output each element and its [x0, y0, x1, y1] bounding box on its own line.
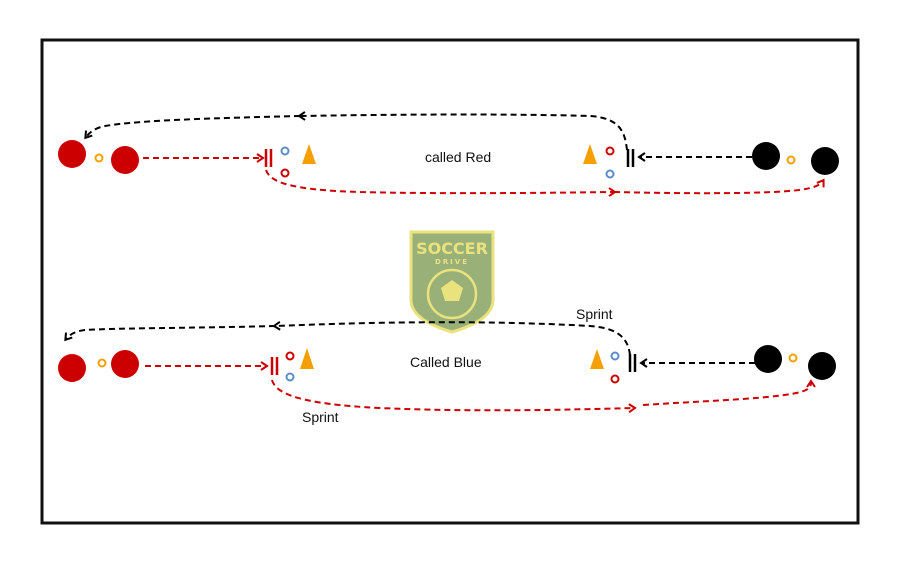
black-player: [754, 345, 782, 373]
black-run-bottom-left: [64, 325, 276, 342]
red-run-bottom-curve1: [271, 379, 637, 413]
orange-ball: [94, 153, 104, 163]
black-gate-top: [626, 149, 635, 167]
call-label-bottom: Called Blue: [410, 354, 482, 370]
cone-icon: [302, 144, 316, 164]
black-gate-bottom: [628, 354, 637, 372]
black-run-bottom-loop: [272, 320, 631, 356]
blue-marker-icon: [285, 372, 295, 382]
red-run-top-curve2: [613, 178, 825, 195]
cone-icon: [583, 144, 597, 164]
black-player: [808, 352, 836, 380]
black-player: [811, 147, 839, 175]
logo-line2: DRIVE: [435, 258, 469, 266]
logo-ball-icon: [426, 268, 478, 320]
orange-ball: [788, 353, 798, 363]
red-gate-top: [264, 149, 273, 167]
red-player: [58, 354, 86, 382]
red-run-top-curve1: [265, 169, 617, 197]
red-player: [111, 146, 139, 174]
sprint-label-upper: Sprint: [576, 306, 613, 322]
red-marker-icon: [610, 374, 620, 384]
cone-icon: [300, 348, 314, 369]
blue-marker-icon: [280, 146, 290, 156]
blue-marker-icon: [605, 169, 615, 179]
cone-icon: [590, 349, 604, 369]
orange-ball: [97, 358, 107, 368]
red-marker-icon: [605, 146, 615, 156]
logo-line1: SOCCER: [416, 239, 488, 258]
red-gate-bottom: [270, 357, 279, 375]
red-marker-icon: [280, 168, 290, 178]
red-run-bottom-curve2: [642, 379, 816, 406]
soccer-drive-logo: SOCCER DRIVE: [409, 230, 495, 334]
red-player: [58, 140, 86, 168]
blue-marker-icon: [610, 351, 620, 361]
call-label-top: called Red: [425, 149, 491, 165]
black-player: [752, 142, 780, 170]
red-marker-icon: [285, 351, 295, 361]
red-player: [111, 350, 139, 378]
orange-ball: [786, 155, 796, 165]
black-run-top-loop: [297, 111, 628, 151]
sprint-label-lower: Sprint: [302, 409, 339, 425]
